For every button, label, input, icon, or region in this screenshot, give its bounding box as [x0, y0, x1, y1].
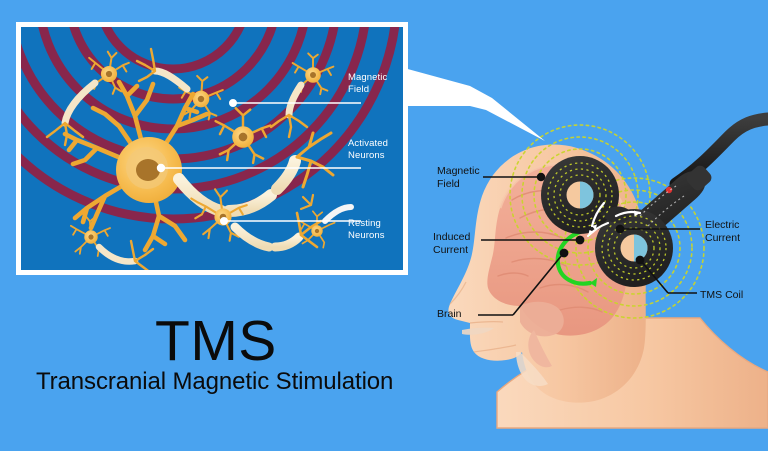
neuron-large: [62, 79, 210, 253]
page-title-acronym: TMS: [155, 309, 277, 373]
induced-current-arc: [555, 228, 597, 287]
neuron-resting: [69, 214, 111, 257]
inset-leader-lines: [156, 99, 361, 226]
diagram-label-brain: Brain: [437, 308, 462, 320]
inset-label-resting-neurons: Resting Neurons: [348, 218, 385, 241]
diagram-label-induced-current: Induced Current: [433, 231, 471, 256]
page-title-expansion: Transcranial Magnetic Stimulation: [36, 368, 394, 395]
inset-label-activated-neurons: Activated Neurons: [348, 138, 388, 161]
neuron-small: [291, 52, 335, 96]
neuron-dendrite-tuft: [45, 121, 85, 147]
neuron-resting: [298, 210, 336, 249]
diagram-label-magnetic-field: Magnetic Field: [437, 165, 480, 190]
diagram-leader-lines: [478, 172, 700, 316]
diagram-label-tms-coil: TMS Coil: [700, 289, 744, 301]
neuron-activated: [214, 106, 272, 165]
neuron-closeup-panel: [16, 22, 408, 275]
callout-pointer: [404, 68, 545, 141]
diagram-label-electric-current: Electric Current: [705, 219, 741, 244]
neuron-artwork: [21, 27, 403, 270]
inset-label-magnetic-field: Magnetic Field: [348, 72, 388, 95]
